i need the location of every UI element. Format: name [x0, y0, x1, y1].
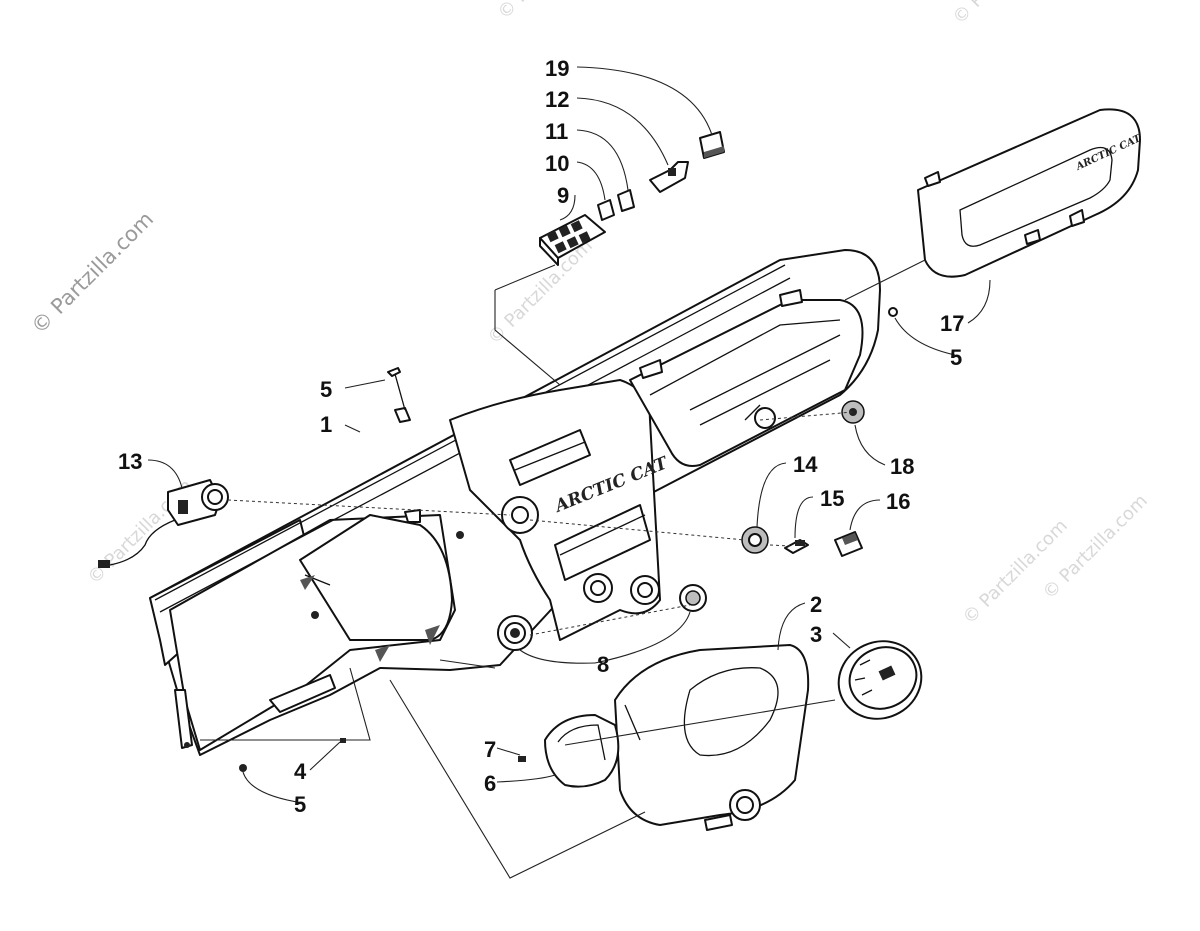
dashed-lines [227, 411, 854, 636]
watermark-faint: © Partzilla.com [494, 0, 607, 24]
switch-cap [699, 131, 725, 159]
watermark-faint: © Partzilla.com [484, 235, 597, 348]
callout-7: 7 [484, 737, 496, 762]
nut [239, 764, 247, 772]
speedometer [837, 640, 923, 720]
callout-5-top: 5 [320, 377, 332, 402]
callout-13: 13 [118, 449, 142, 474]
switch-plugs [597, 189, 635, 221]
watermark-faint: © Partzilla.com [949, 0, 1062, 29]
callout-12: 12 [545, 87, 569, 112]
callout-8: 8 [597, 652, 609, 677]
callout-5-bottom: 5 [294, 792, 306, 817]
key-knob [834, 531, 863, 557]
callout-10: 10 [545, 151, 569, 176]
callout-17: 17 [940, 311, 964, 336]
rocker-switch [649, 161, 689, 193]
accessory-outlet [497, 584, 707, 651]
callout-11: 11 [545, 119, 568, 144]
top-cover: ARCTIC CAT [917, 108, 1144, 278]
callout-4: 4 [294, 759, 307, 784]
callout-9: 9 [557, 183, 569, 208]
bulb [518, 756, 526, 762]
callout-labels: 19 12 11 10 9 17 5 5 1 18 13 14 15 16 2 … [118, 56, 964, 817]
watermark-main: © Partzilla.com [27, 207, 159, 339]
screw-top [387, 367, 406, 411]
callout-18: 18 [890, 454, 914, 479]
callout-14: 14 [793, 452, 818, 477]
callout-3: 3 [810, 622, 822, 647]
callout-15: 15 [820, 486, 844, 511]
callout-6: 6 [484, 771, 496, 796]
grommet [841, 400, 865, 424]
callout-16: 16 [886, 489, 910, 514]
ignition-key [784, 539, 809, 554]
leader-lines [147, 66, 991, 879]
switch-block [539, 214, 606, 266]
watermark-faint: © Partzilla.com [1039, 490, 1152, 603]
callout-5-cover: 5 [950, 345, 962, 370]
gauge-housing [544, 714, 620, 788]
gauge-bezel [614, 644, 810, 831]
callout-19: 19 [545, 56, 569, 81]
screw [888, 307, 898, 317]
ignition-switch [98, 479, 229, 568]
ignition-nut [741, 526, 769, 554]
dashboard-panel: ARCTIC CAT [149, 249, 881, 756]
callout-2: 2 [810, 592, 822, 617]
callout-1: 1 [320, 412, 332, 437]
